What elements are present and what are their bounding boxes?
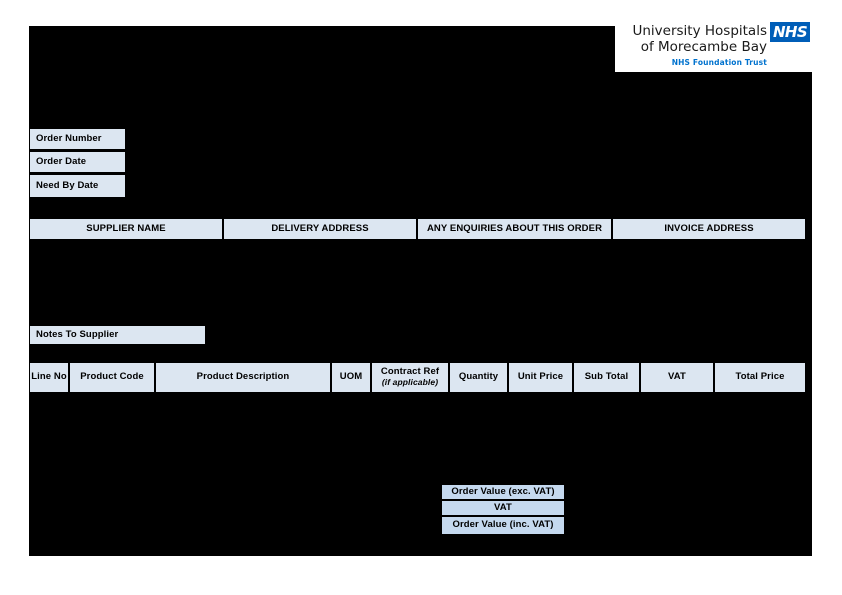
column-header-total-price: Total Price: [714, 362, 806, 393]
field-label-order-date: Order Date: [29, 151, 126, 173]
document-body-plate: [29, 26, 812, 556]
field-label-order-number: Order Number: [29, 128, 126, 150]
column-header-sub-total: Sub Total: [573, 362, 640, 393]
nhs-logo-icon: NHS: [770, 22, 810, 42]
header-enquiries-about-order: ANY ENQUIRIES ABOUT THIS ORDER: [417, 218, 612, 240]
column-header-product-description: Product Description: [155, 362, 331, 393]
trust-name: University Hospitals of Morecambe Bay: [619, 23, 767, 56]
column-header-line-no: Line No: [29, 362, 69, 393]
header-notes-to-supplier: Notes To Supplier: [29, 325, 206, 345]
column-header-vat: VAT: [640, 362, 714, 393]
column-header-product-code: Product Code: [69, 362, 155, 393]
trust-name-line2: of Morecambe Bay: [640, 39, 767, 56]
header-invoice-address: INVOICE ADDRESS: [612, 218, 806, 240]
trust-name-line1: University Hospitals: [632, 23, 767, 39]
total-label-order-value-exc-vat: Order Value (exc. VAT): [441, 484, 565, 500]
column-header-uom: UOM: [331, 362, 371, 393]
column-header-unit-price: Unit Price: [508, 362, 573, 393]
total-label-order-value-inc-vat: Order Value (inc. VAT): [441, 516, 565, 535]
nhs-trust-logo: University Hospitals of Morecambe Bay NH…: [615, 20, 812, 72]
header-delivery-address: DELIVERY ADDRESS: [223, 218, 417, 240]
total-label-vat: VAT: [441, 500, 565, 516]
header-supplier-name: SUPPLIER NAME: [29, 218, 223, 240]
field-label-need-by-date: Need By Date: [29, 174, 126, 198]
column-header-contract-ref: Contract Ref (if applicable): [371, 362, 449, 393]
column-header-contract-ref-note: (if applicable): [381, 377, 439, 388]
column-header-quantity: Quantity: [449, 362, 508, 393]
foundation-trust-strapline: NHS Foundation Trust: [671, 58, 767, 67]
